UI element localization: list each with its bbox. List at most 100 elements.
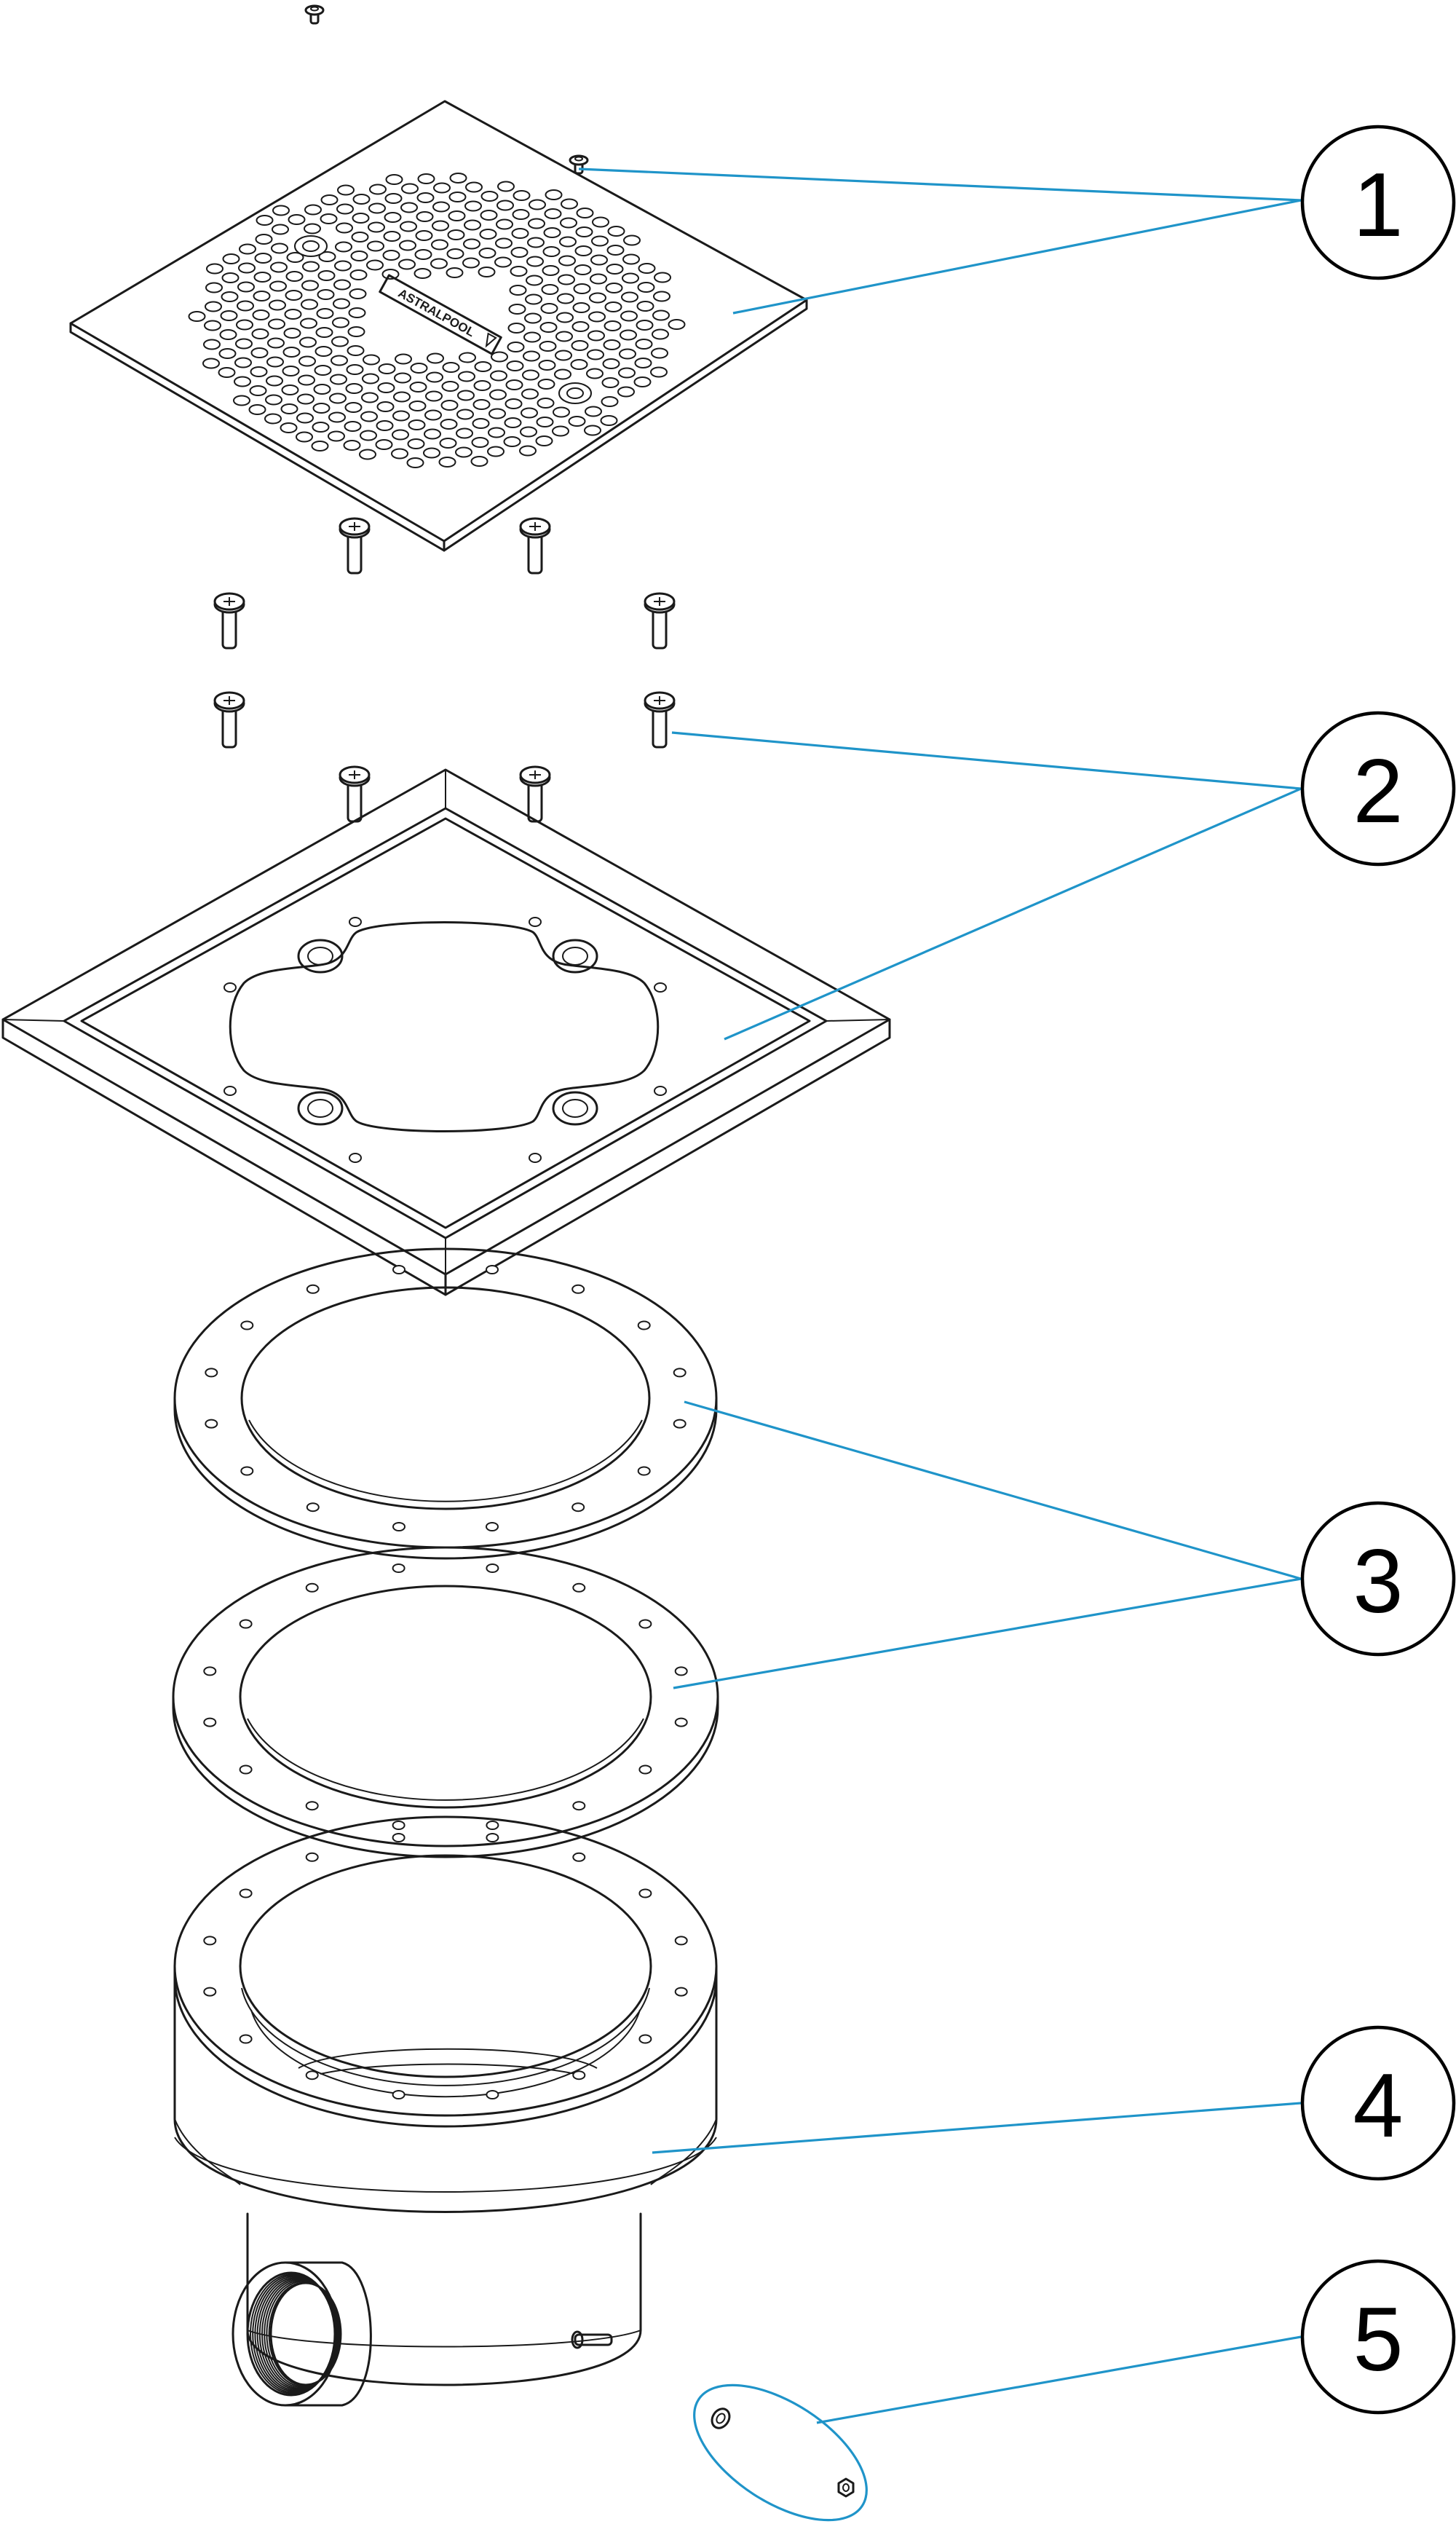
grate-hole — [559, 236, 577, 248]
grate-hole — [638, 263, 656, 274]
bolt-hole — [637, 1320, 651, 1330]
grate-hole — [255, 234, 273, 245]
grate-hole — [568, 416, 586, 427]
bolt-hole — [305, 1801, 319, 1811]
grate-hole — [233, 395, 250, 406]
grate-hole — [652, 328, 669, 340]
grate-hole — [539, 322, 558, 333]
grate-hole — [316, 308, 334, 319]
grate-hole — [504, 417, 522, 428]
grate-hole — [473, 380, 491, 391]
grate-hole — [576, 208, 594, 218]
callout-3: 3 — [1300, 1501, 1456, 1657]
grate-hole — [558, 274, 575, 285]
bolt-hole — [239, 1764, 253, 1775]
frame-boss — [552, 1091, 598, 1126]
bolt-hole — [239, 1888, 253, 1898]
grate-hole — [250, 366, 268, 377]
grate-hole — [528, 218, 545, 229]
bolt-hole — [392, 2090, 405, 2099]
grate-hole — [398, 259, 416, 270]
grate-hole — [401, 183, 419, 194]
grate-hole — [537, 398, 555, 409]
grate-hole — [521, 388, 539, 400]
grate-hole — [584, 425, 601, 436]
grate-hole — [375, 439, 393, 450]
leader-3a — [684, 1400, 1302, 1580]
bolt-hole — [572, 1582, 586, 1593]
grate-hole — [333, 279, 351, 291]
grate-hole — [622, 253, 640, 265]
grate-hole — [601, 396, 619, 407]
grate-hole — [618, 367, 636, 379]
grate-hole — [237, 300, 254, 312]
grate-hole — [320, 194, 339, 205]
grate-hole — [538, 360, 556, 371]
grate-hole — [202, 358, 220, 369]
grate-hole — [588, 311, 606, 323]
grate-hole — [446, 248, 464, 259]
grate-hole — [458, 371, 475, 382]
grate-hole — [280, 403, 298, 414]
callout-5-label: 5 — [1353, 2290, 1404, 2390]
grate-hole — [331, 336, 349, 347]
grate-hole — [317, 289, 335, 300]
grate-hole — [253, 272, 272, 283]
grate-hole — [496, 218, 513, 230]
grate-hole — [570, 359, 588, 370]
grate-hole — [394, 372, 411, 384]
grate-hole — [497, 181, 515, 192]
grate-hole — [592, 216, 609, 228]
grate-hole — [335, 241, 352, 253]
bolt-hole — [305, 1582, 319, 1593]
grate-hole — [440, 419, 458, 430]
grate-hole — [399, 240, 416, 251]
grate-hole — [439, 438, 457, 449]
grate-hole — [589, 292, 606, 304]
bolt-hole — [572, 1801, 586, 1811]
callout-2-label: 2 — [1353, 741, 1404, 842]
grate-hole — [438, 457, 456, 468]
drain-body — [173, 1815, 718, 2407]
grate-hole — [360, 430, 377, 441]
bolt-hole — [240, 1466, 254, 1476]
grate-hole — [336, 222, 353, 234]
gasket-holes — [203, 1563, 688, 1830]
bolt-hole — [486, 1833, 499, 1842]
grate-hole — [541, 284, 559, 295]
grate-hole — [344, 402, 363, 413]
grate-hole — [349, 288, 367, 299]
bolt-hole — [392, 1265, 405, 1274]
grate-hole — [462, 257, 480, 269]
grate-hole — [282, 347, 301, 358]
grate-hole — [526, 256, 544, 267]
grate-hole — [491, 351, 508, 363]
callout-1-label: 1 — [1353, 155, 1404, 256]
grate-hole — [510, 247, 529, 258]
grate-hole — [448, 192, 467, 202]
grate-hole — [603, 339, 621, 350]
grate-hole — [414, 249, 432, 260]
grate-hole — [334, 260, 352, 272]
grate-hole — [529, 199, 546, 210]
grate-hole — [391, 448, 408, 460]
grate-hole — [456, 409, 474, 420]
leader-2a — [671, 731, 1302, 790]
grate-hole — [336, 203, 354, 215]
grate-hole — [347, 345, 365, 356]
grate-hole — [449, 173, 467, 184]
screw — [644, 592, 676, 650]
grate-hole — [206, 263, 223, 275]
grate-hole — [204, 320, 221, 331]
grate-hole — [424, 428, 441, 440]
grate-hole — [423, 447, 440, 459]
grate-hole — [285, 290, 303, 301]
leader-3b — [673, 1577, 1302, 1689]
grate-hole — [234, 376, 251, 387]
grate-hole — [346, 364, 364, 375]
grate-hole — [572, 302, 590, 313]
callout-2: 2 — [1300, 711, 1456, 867]
grate-hole — [317, 270, 336, 281]
grate-hole — [301, 280, 319, 291]
grate-hole — [494, 256, 512, 268]
